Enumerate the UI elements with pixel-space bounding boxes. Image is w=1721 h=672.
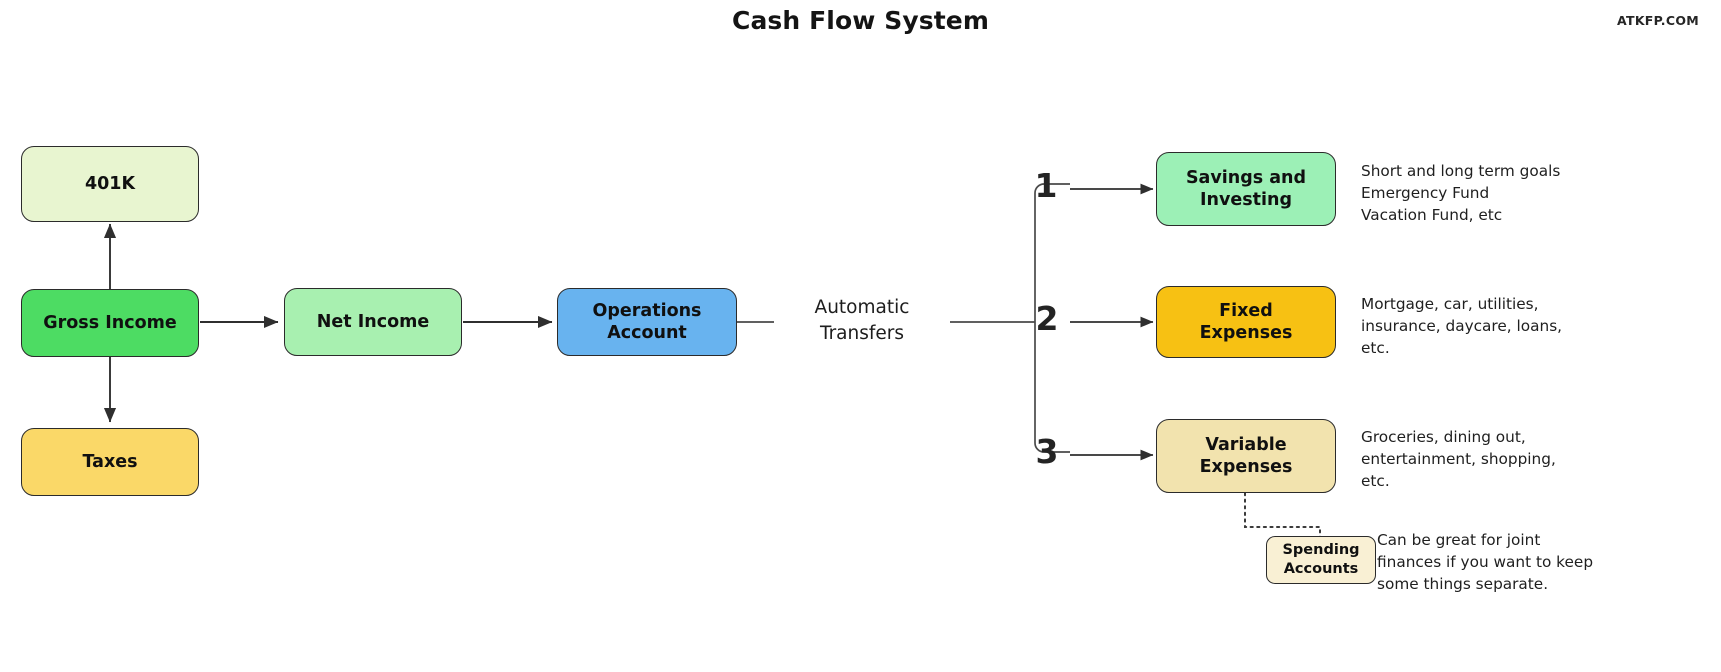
node-variable-expenses[interactable]: Variable Expenses — [1156, 419, 1336, 493]
node-gross-income-label: Gross Income — [43, 312, 177, 333]
node-spending-accounts-label: Spending Accounts — [1282, 542, 1360, 577]
node-operations-account-label: Operations Account — [592, 300, 702, 343]
node-net-income[interactable]: Net Income — [284, 288, 462, 356]
node-variable-expenses-label: Variable Expenses — [1199, 434, 1293, 477]
note-savings: Short and long term goals Emergency Fund… — [1361, 162, 1561, 224]
page-title: Cash Flow System — [732, 6, 989, 35]
node-401k-label: 401K — [84, 173, 136, 194]
node-401k[interactable]: 401K — [21, 146, 199, 222]
note-spending: Can be great for joint finances if you w… — [1377, 531, 1594, 593]
node-taxes[interactable]: Taxes — [21, 428, 199, 496]
node-fixed-expenses[interactable]: Fixed Expenses — [1156, 286, 1336, 358]
watermark-label: ATKFP.COM — [1616, 13, 1699, 28]
node-net-income-label: Net Income — [316, 311, 430, 332]
note-fixed: Mortgage, car, utilities, insurance, day… — [1361, 295, 1563, 357]
branch-number-1: 1 — [1034, 166, 1058, 205]
branch-number-2: 2 — [1035, 299, 1059, 338]
edge-label-automatic-transfers: Automatic Transfers — [774, 295, 950, 348]
node-savings-and-investing[interactable]: Savings and Investing — [1156, 152, 1336, 226]
node-taxes-label: Taxes — [82, 451, 138, 472]
branch-number-3: 3 — [1035, 432, 1059, 471]
node-fixed-expenses-label: Fixed Expenses — [1199, 300, 1293, 343]
edge-variable-to-spending-dotted — [1244, 492, 1321, 538]
node-operations-account[interactable]: Operations Account — [557, 288, 737, 356]
node-spending-accounts[interactable]: Spending Accounts — [1266, 536, 1376, 584]
note-variable: Groceries, dining out, entertainment, sh… — [1361, 428, 1556, 490]
node-savings-and-investing-label: Savings and Investing — [1185, 167, 1307, 210]
node-gross-income[interactable]: Gross Income — [21, 289, 199, 357]
